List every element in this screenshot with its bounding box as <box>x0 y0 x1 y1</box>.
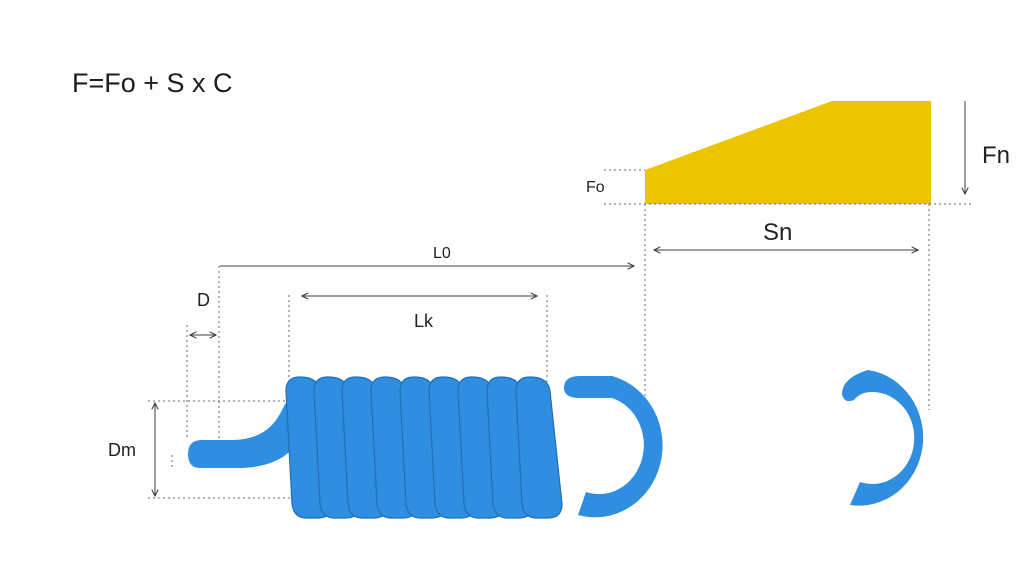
l0-label: L0 <box>433 245 451 262</box>
tension-spring <box>188 370 924 519</box>
sn-label: Sn <box>763 219 792 246</box>
formula-text: F=Fo + S x C <box>72 68 233 98</box>
dm-label: Dm <box>108 440 136 460</box>
spring-coils <box>285 376 563 519</box>
force-area <box>645 101 931 204</box>
lk-label: Lk <box>414 311 434 331</box>
d-label: D <box>197 290 210 310</box>
spring-end-hook-right <box>842 370 924 506</box>
fo-label: Fo <box>586 179 605 196</box>
fn-label: Fn <box>982 142 1010 169</box>
spring-lead-hook <box>188 384 318 468</box>
spring-coil <box>515 376 563 519</box>
spring-end-hook-left <box>564 376 663 518</box>
